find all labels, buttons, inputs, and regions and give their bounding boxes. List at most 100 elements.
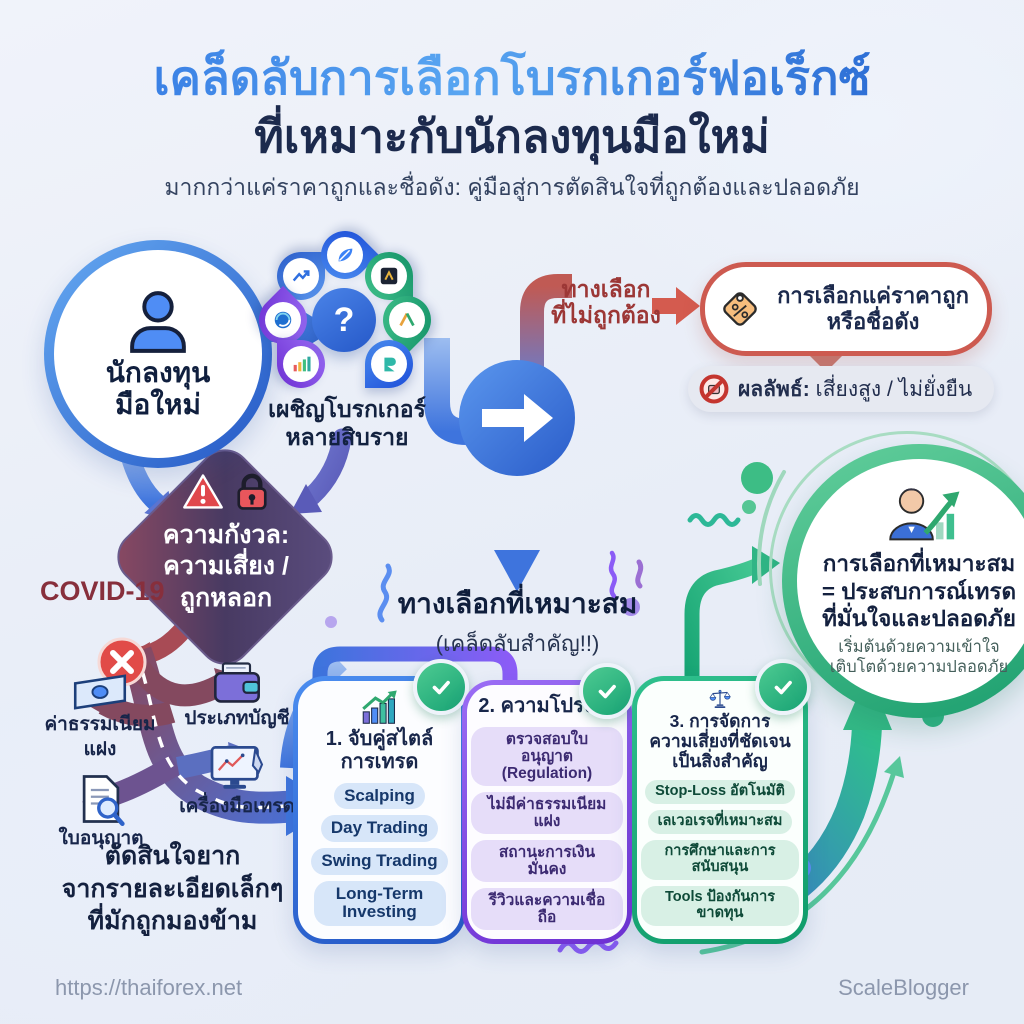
wrong-result-text: ผลลัพธ์: เสี่ยงสูง / ไม่ยั่งยืน [738,373,972,406]
step1-title-line1: 1. จับคู่สไตล์ [325,727,434,750]
pipe-brokers-to-concern [302,428,352,506]
right-path-line1: ทางเลือกที่เหมาะสม [397,588,638,619]
road-branch-account [130,661,228,707]
brokers-caption: เผชิญโบรกเกอร์ หลายสิบราย [262,396,432,451]
arrowhead-down [494,550,540,592]
footer-credit: ScaleBlogger [838,975,969,1000]
step3-title-line1: 3. การจัดการ [669,711,771,731]
person-icon [130,290,186,353]
squiggle-blue [377,563,392,623]
price-tag-icon [723,292,757,326]
junction-arrow-icon [482,394,553,442]
pain-tools-label: เครื่องมือเทรด [179,796,295,817]
page-subtitle: มากกว่าแค่ราคาถูกและชื่อดัง: คู่มือสู่กา… [164,174,860,200]
wrong-path-label: ทางเลือก ที่ไม่ถูกต้อง [548,276,664,329]
wrong-path-label-line1: ทางเลือก [561,276,651,302]
rail-card3-outcome [684,558,762,692]
right-path-label: ทางเลือกที่เหมาะสม (เคล็ดลับสำคัญ!!) [385,582,650,661]
concern-diamond: ความกังวล: ความเสี่ยง / ถูกหลอก [140,472,312,614]
wrong-path-label-line2: ที่ไม่ถูกต้อง [551,302,661,329]
squiggle-purple-2 [635,559,644,589]
banknote-icon [73,674,127,710]
trading-monitor-icon [210,746,264,789]
pain-account-label: ประเภทบัญชี [184,708,290,729]
trader-success-icon [889,488,960,541]
dot-green-lg [741,462,773,494]
balance-scale-icon [709,689,731,709]
concern-line2: ความเสี่ยง / [163,552,289,581]
flag-r-logo-icon [371,346,407,382]
concern-line3: ถูกหลอก [179,583,273,612]
dot-purple [622,598,640,616]
pain-fees: ค่าธรรมเนียม แฝง [40,672,160,762]
pain-fees-label-line2: แฝง [83,738,117,760]
concern-icons [140,472,312,514]
question-circle: ? [312,288,376,352]
squiggle-teal [687,513,741,527]
step3-item-1: Stop-Loss อัตโนมัติ [645,780,795,805]
broker-pin-axi [365,252,413,300]
step2-item-4: รีวิวและความเชื่อถือ [471,888,623,931]
step3-item-2: เลเวอเรจที่เหมาะสม [647,810,793,835]
pain-caption-line3: ที่มักถูกมองข้าม [87,907,258,935]
step1-item-3: Swing Trading [311,847,448,875]
broker-pin-chevron [373,286,441,354]
step3-title: 3. การจัดการ ความเสี่ยงที่ชัดเจน เป็นสิ่… [649,711,790,771]
rail-card1-card2 [312,646,518,692]
outcome-sub-line1: เริ่มต้นด้วยความเข้าใจ [838,637,1000,656]
outcome-sub-line2: เติบโตด้วยความปลอดภัย [829,658,1009,677]
step3-item-4: Tools ป้องกันการขาดทุน [641,886,799,926]
step1-item-1: Scalping [334,782,425,810]
pipe-junction-to-wrong [520,274,572,400]
trend-logo-icon [283,258,319,294]
arrow-box-to-result [808,354,844,372]
broker-pin-bars [277,340,325,388]
growth-bars-icon [361,690,397,724]
investor-circle: นักลงทุน มือใหม่ [44,240,272,468]
covid-label: COVID-19 [40,576,165,606]
step3-title-line3: เป็นสิ่งสำคัญ [672,751,768,772]
outcome-line3: ที่มั่นใจและปลอดภัย [822,606,1016,632]
prohibited-icon [699,374,729,404]
step2-item-2: ไม่มีค่าธรรมเนียมแฝง [471,792,623,835]
investor-label-line1: นักลงทุน [105,356,211,388]
bar-chart-logo-icon [283,346,319,382]
leaf-logo-icon [327,237,363,273]
brokers-caption-line1: เผชิญโบรกเกอร์ [268,396,426,422]
wrong-choice-line1: การเลือกแค่ราคาถูก [777,282,969,308]
pain-caption-line2: จากรายละเอียดเล็กๆ [61,874,284,903]
check-icon [755,659,811,715]
arrowhead-thin [884,756,904,778]
outcome-sub: เริ่มต้นด้วยความเข้าใจ เติบโตด้วยความปลอ… [830,637,1008,678]
step1-item-2: Day Trading [320,815,439,842]
footer-url: https://thaiforex.net [55,975,243,1000]
pain-license-label: ใบอนุญาต [58,828,144,849]
axi-logo-icon [371,258,407,294]
arrow-wrong-label-to-box [652,287,700,325]
wrong-choice-text: การเลือกแค่ราคาถูก หรือชื่อดัง [771,283,975,336]
step2-item-3: สถานะการเงินมั่นคง [471,840,623,883]
road-centerline [134,651,287,810]
right-path-line2: (เคล็ดลับสำคัญ!!) [435,631,600,656]
dot-lavender [325,616,337,628]
arc-decor-1 [757,470,786,586]
pain-caption-line1: ตัดสินใจยาก [104,842,241,870]
page-title-line1: เคล็ดลับการเลือกโบรกเกอร์ฟอเร็กซ์ [0,40,1024,115]
step-card-3: 3. การจัดการ ความเสี่ยงที่ชัดเจน เป็นสิ่… [632,659,811,944]
check-icon [413,659,469,715]
squiggle-purple-bottom [557,939,619,954]
pain-account-types: ประเภทบัญชี [178,660,296,731]
broker-pin-leaf [311,221,379,289]
pain-fees-label-line1: ค่าธรรมเนียม [44,714,156,735]
pain-trading-tools: เครื่องมือเทรด [176,744,298,819]
broker-pin-trend [277,252,325,300]
dot-green-md [922,705,944,727]
step-card-1: 1. จับคู่สไตล์ การเทรด Scalping Day Trad… [293,659,469,944]
wrong-choice-line2: หรือชื่อดัง [826,309,920,334]
wrong-choice-box: การเลือกแค่ราคาถูก หรือชื่อดัง [700,262,992,356]
chevron-a-logo-icon [389,302,425,338]
concern-line1: ความกังวล: [162,521,290,549]
result-value: เสี่ยงสูง / ไม่ยั่งยืน [809,377,973,401]
wallet-icon [214,662,260,703]
